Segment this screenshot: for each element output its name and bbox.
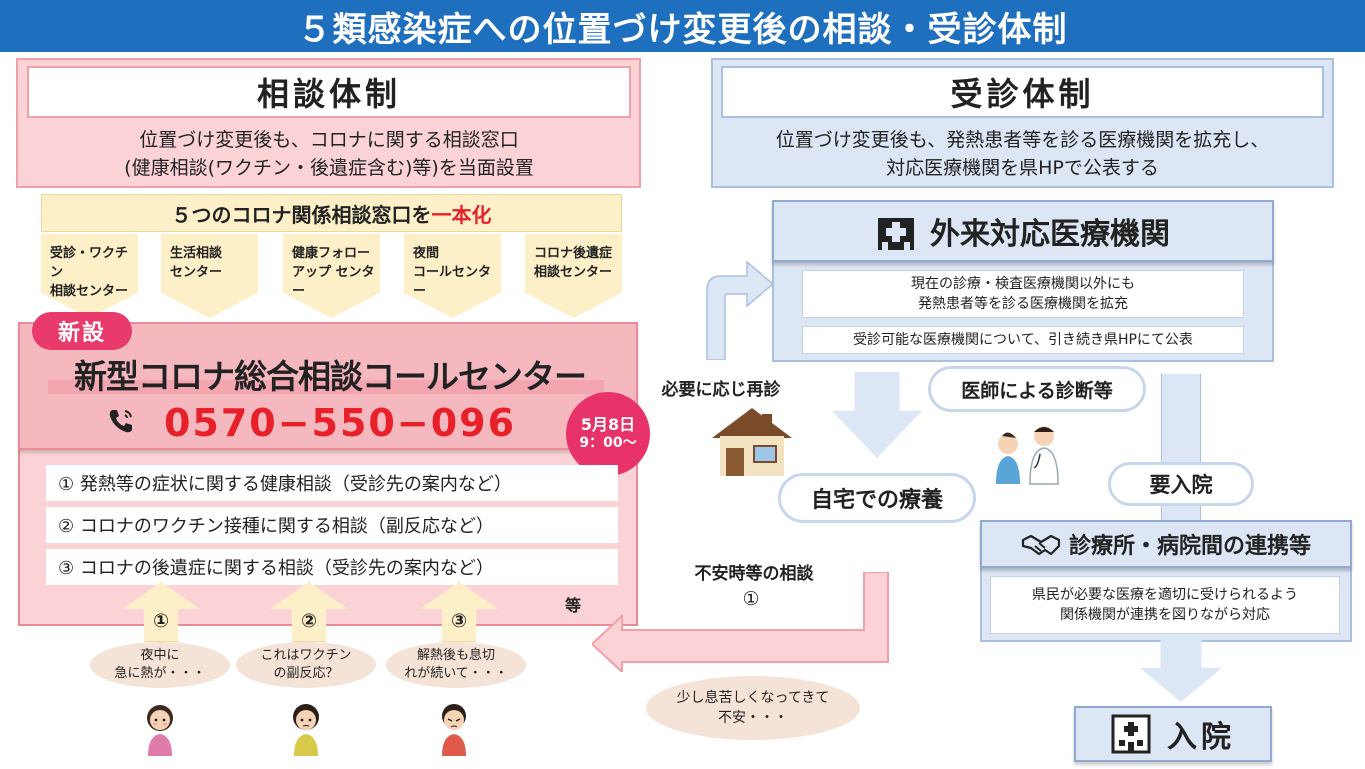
cooperation-header: 診療所・病院間の連携等 <box>980 520 1352 568</box>
cooperation-title: 診療所・病院間の連携等 <box>1068 534 1311 559</box>
revisit-label: 必要に応じ再診 <box>661 379 781 400</box>
anxiety-number: ① <box>742 588 760 610</box>
bubble-line2: の副反応？ <box>273 666 339 681</box>
outpatient-item: 現在の診療・検査医療機関以外にも 発熱患者等を診る医療機関を拡充 <box>802 270 1244 318</box>
hospital-building-icon <box>1111 714 1151 754</box>
window-card: 健康フォロー アップ センター <box>283 234 380 318</box>
hospital-icon <box>878 218 914 250</box>
window-line1: 夜間 <box>413 246 440 261</box>
window-card: 生活相談 センター <box>161 234 258 318</box>
bubble-line1: これはワクチン <box>260 648 352 663</box>
unify-banner: ５つのコロナ関係相談窓口を一本化 <box>41 194 622 232</box>
consult-description: 位置づけ変更後も、コロナに関する相談窓口 (健康相談(ワクチン・後遺症含む)等)… <box>27 124 631 184</box>
phone-icon <box>106 406 136 436</box>
anxiety-label: 不安時等の相談 <box>694 563 814 584</box>
house-icon <box>708 404 796 476</box>
home-care-label: 自宅での療養 <box>778 473 976 523</box>
window-card: コロナ後遺症 相談センター <box>525 234 622 318</box>
bubble-line1: 少し息苦しくなってきて <box>676 690 830 706</box>
thought-bubble: これはワクチン の副反応？ <box>236 642 376 688</box>
window-line1: 健康フォロー <box>292 246 371 261</box>
start-time: 9：00〜 <box>579 435 637 451</box>
coop-line1: 県民が必要な医療を適切に受けられるよう <box>1032 587 1298 603</box>
title-underline <box>48 380 604 394</box>
thought-bubble: 夜中に 急に熱が・・・ <box>90 642 230 688</box>
person-icon <box>284 700 328 756</box>
etc-label: 等 <box>564 596 581 615</box>
outpatient-item-line1: 現在の診療・検査医療機関以外にも <box>911 276 1135 292</box>
window-line2: 相談センター <box>534 265 613 280</box>
handshake-icon <box>1021 534 1061 556</box>
person-icon <box>138 700 182 756</box>
arrow-number: ② <box>300 610 318 632</box>
clinic-desc-line1: 位置づけ変更後も、発熱患者等を診る医療機関を拡充し、 <box>775 129 1270 151</box>
outpatient-item-line2: 発熱患者等を診る医療機関を拡充 <box>918 296 1128 312</box>
hospitalization-box: 入院 <box>1074 706 1272 762</box>
start-date: 5月8日 <box>580 415 636 434</box>
window-card: 受診・ワクチン 相談センター <box>41 234 138 318</box>
consult-item: ① 発熱等の症状に関する健康相談（受診先の案内など） <box>46 465 618 501</box>
bubble-line2: れが続いて・・・ <box>404 666 508 681</box>
doctor-patient-icon <box>990 414 1066 490</box>
call-center-name: 新型コロナ総合相談コールセンター <box>74 357 587 396</box>
new-badge: 新設 <box>32 312 132 350</box>
down-arrow <box>832 372 922 458</box>
clinic-heading: 受診体制 <box>721 66 1324 118</box>
anxiety-bubble: 少し息苦しくなってきて 不安・・・ <box>646 676 860 740</box>
consult-item: ③ コロナの後遺症に関する相談（受診先の案内など） <box>46 549 618 585</box>
back-arrow <box>590 571 898 675</box>
bubble-line2: 急に熱が・・・ <box>114 666 206 681</box>
bubble-line1: 解熱後も息切 <box>416 648 495 663</box>
down-arrow <box>1140 640 1222 702</box>
window-card: 夜間 コールセンター <box>404 234 501 318</box>
outpatient-item: 受診可能な医療機関について、引き続き県HPにて公表 <box>802 326 1244 354</box>
window-line2: コールセンター <box>413 265 492 299</box>
arrow-number: ① <box>152 610 170 632</box>
window-line2: アップ センター <box>292 265 375 299</box>
hospitalization-label: 入院 <box>1167 720 1235 755</box>
consult-item: ② コロナのワクチン接種に関する相談（副反応など） <box>46 507 618 543</box>
bubble-line1: 夜中に <box>140 648 180 663</box>
phone-number: 0570−550−096 <box>163 401 517 445</box>
consult-heading: 相談体制 <box>27 66 631 118</box>
page-title: ５類感染症への位置づけ変更後の相談・受診体制 <box>0 0 1365 52</box>
window-line1: 生活相談 <box>170 246 223 261</box>
cooperation-description: 県民が必要な医療を適切に受けられるよう 関係機関が連携を図りながら対応 <box>990 576 1340 634</box>
consult-desc-line2: (健康相談(ワクチン・後遺症含む)等)を当面設置 <box>124 157 534 179</box>
start-date-badge: 5月8日 9：00〜 <box>566 392 650 476</box>
outpatient-title: 外来対応医療機関 <box>930 217 1170 252</box>
coop-line2: 関係機関が連携を図りながら対応 <box>1060 607 1270 623</box>
clinic-description: 位置づけ変更後も、発熱患者等を診る医療機関を拡充し、 対応医療機関を県HPで公表… <box>721 124 1324 184</box>
unify-text: ５つのコロナ関係相談窓口を <box>171 202 432 227</box>
revisit-arrow <box>705 260 775 361</box>
bubble-line2: 不安・・・ <box>718 710 788 726</box>
doctor-diagnosis-label: 医師による診断等 <box>928 366 1146 412</box>
unify-highlight: 一本化 <box>431 202 492 227</box>
clinic-desc-line2: 対応医療機関を県HPで公表する <box>886 157 1159 179</box>
window-line1: コロナ後遺症 <box>534 246 613 261</box>
arrow-number: ③ <box>450 610 468 632</box>
window-line2: センター <box>170 265 223 280</box>
person-icon <box>432 700 476 756</box>
consult-desc-line1: 位置づけ変更後も、コロナに関する相談窓口 <box>139 129 519 151</box>
thought-bubble: 解熱後も息切 れが続いて・・・ <box>386 642 526 688</box>
hospitalization-needed-label: 要入院 <box>1108 462 1254 506</box>
window-line1: 受診・ワクチン <box>50 246 129 280</box>
outpatient-header: 外来対応医療機関 <box>772 200 1274 262</box>
window-line2: 相談センター <box>50 284 129 299</box>
